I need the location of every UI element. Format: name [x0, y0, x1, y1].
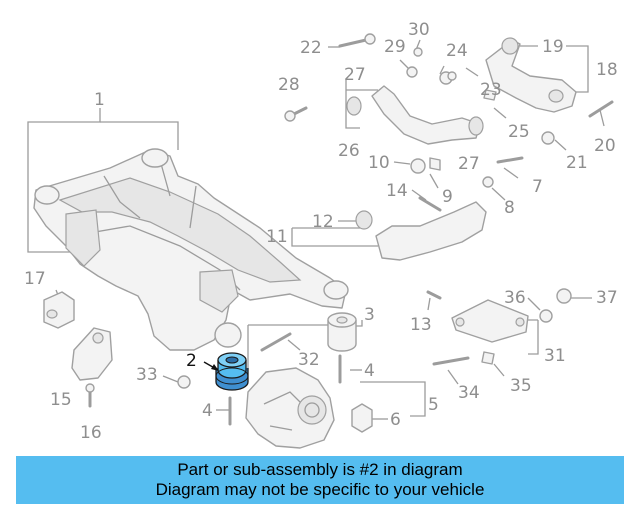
banner-line-2: Diagram may not be specific to your vehi…	[155, 480, 485, 499]
bushing-part-6	[351, 403, 373, 433]
callout-29[interactable]: 29	[384, 37, 406, 57]
callout-10[interactable]: 10	[368, 153, 390, 173]
callout-11[interactable]: 11	[266, 227, 288, 247]
callout-35[interactable]: 35	[510, 376, 532, 396]
callout-36[interactable]: 36	[504, 288, 526, 308]
callout-34[interactable]: 34	[458, 383, 480, 403]
callout-4a[interactable]: 4	[364, 361, 375, 381]
callout-3[interactable]: 3	[364, 305, 375, 325]
upper-arm-part-18	[485, 37, 577, 113]
fasteners	[85, 33, 614, 426]
callout-28[interactable]: 28	[278, 75, 300, 95]
callout-16[interactable]: 16	[80, 423, 102, 443]
bushing-part-2-highlighted[interactable]	[203, 352, 249, 391]
callout-33[interactable]: 33	[136, 365, 158, 385]
callout-21[interactable]: 21	[566, 153, 588, 173]
callout-2[interactable]: 2	[186, 351, 197, 371]
callout-23[interactable]: 23	[480, 80, 502, 100]
callout-26[interactable]: 26	[338, 141, 360, 161]
callout-37[interactable]: 37	[596, 288, 618, 308]
trailing-arm-part-11	[355, 201, 487, 261]
lateral-link-part-31	[451, 299, 529, 343]
callout-labels: 1 2 3 4 4 5 6 7 8 9 10 11 12 13 14 15 16…	[24, 20, 618, 443]
callout-13[interactable]: 13	[410, 315, 432, 335]
callout-20[interactable]: 20	[594, 136, 616, 156]
rear-subframe	[33, 148, 349, 351]
callout-12[interactable]: 12	[312, 212, 334, 232]
callout-15[interactable]: 15	[50, 390, 72, 410]
callout-32[interactable]: 32	[298, 350, 320, 370]
callout-27b[interactable]: 27	[458, 154, 480, 174]
callout-6[interactable]: 6	[390, 410, 401, 430]
bushing-part-17	[43, 291, 75, 329]
callout-17[interactable]: 17	[24, 269, 46, 289]
callout-27a[interactable]: 27	[344, 65, 366, 85]
parts-diagram: 1 2 3 4 4 5 6 7 8 9 10 11 12 13 14 15 16…	[24, 20, 618, 449]
info-banner: Part or sub-assembly is #2 in diagram Di…	[16, 456, 624, 504]
bushing-part-3	[327, 312, 357, 352]
callout-14[interactable]: 14	[386, 181, 408, 201]
callout-31[interactable]: 31	[544, 346, 566, 366]
upper-arm-part-26	[346, 85, 484, 145]
banner-line-1: Part or sub-assembly is #2 in diagram	[177, 460, 463, 479]
callout-22[interactable]: 22	[300, 38, 322, 58]
callout-5[interactable]: 5	[428, 395, 439, 415]
callout-25[interactable]: 25	[508, 122, 530, 142]
callout-7[interactable]: 7	[532, 177, 543, 197]
callout-9[interactable]: 9	[442, 187, 453, 207]
callout-4b[interactable]: 4	[202, 401, 213, 421]
callout-18[interactable]: 18	[596, 60, 618, 80]
callout-30[interactable]: 30	[408, 20, 430, 40]
callout-1[interactable]: 1	[94, 90, 105, 110]
callout-8[interactable]: 8	[504, 198, 515, 218]
knuckle-part-5	[245, 367, 335, 449]
callout-19[interactable]: 19	[542, 37, 564, 57]
mount-part-15	[71, 327, 113, 381]
callout-24[interactable]: 24	[446, 41, 468, 61]
leader-lines	[27, 39, 605, 420]
